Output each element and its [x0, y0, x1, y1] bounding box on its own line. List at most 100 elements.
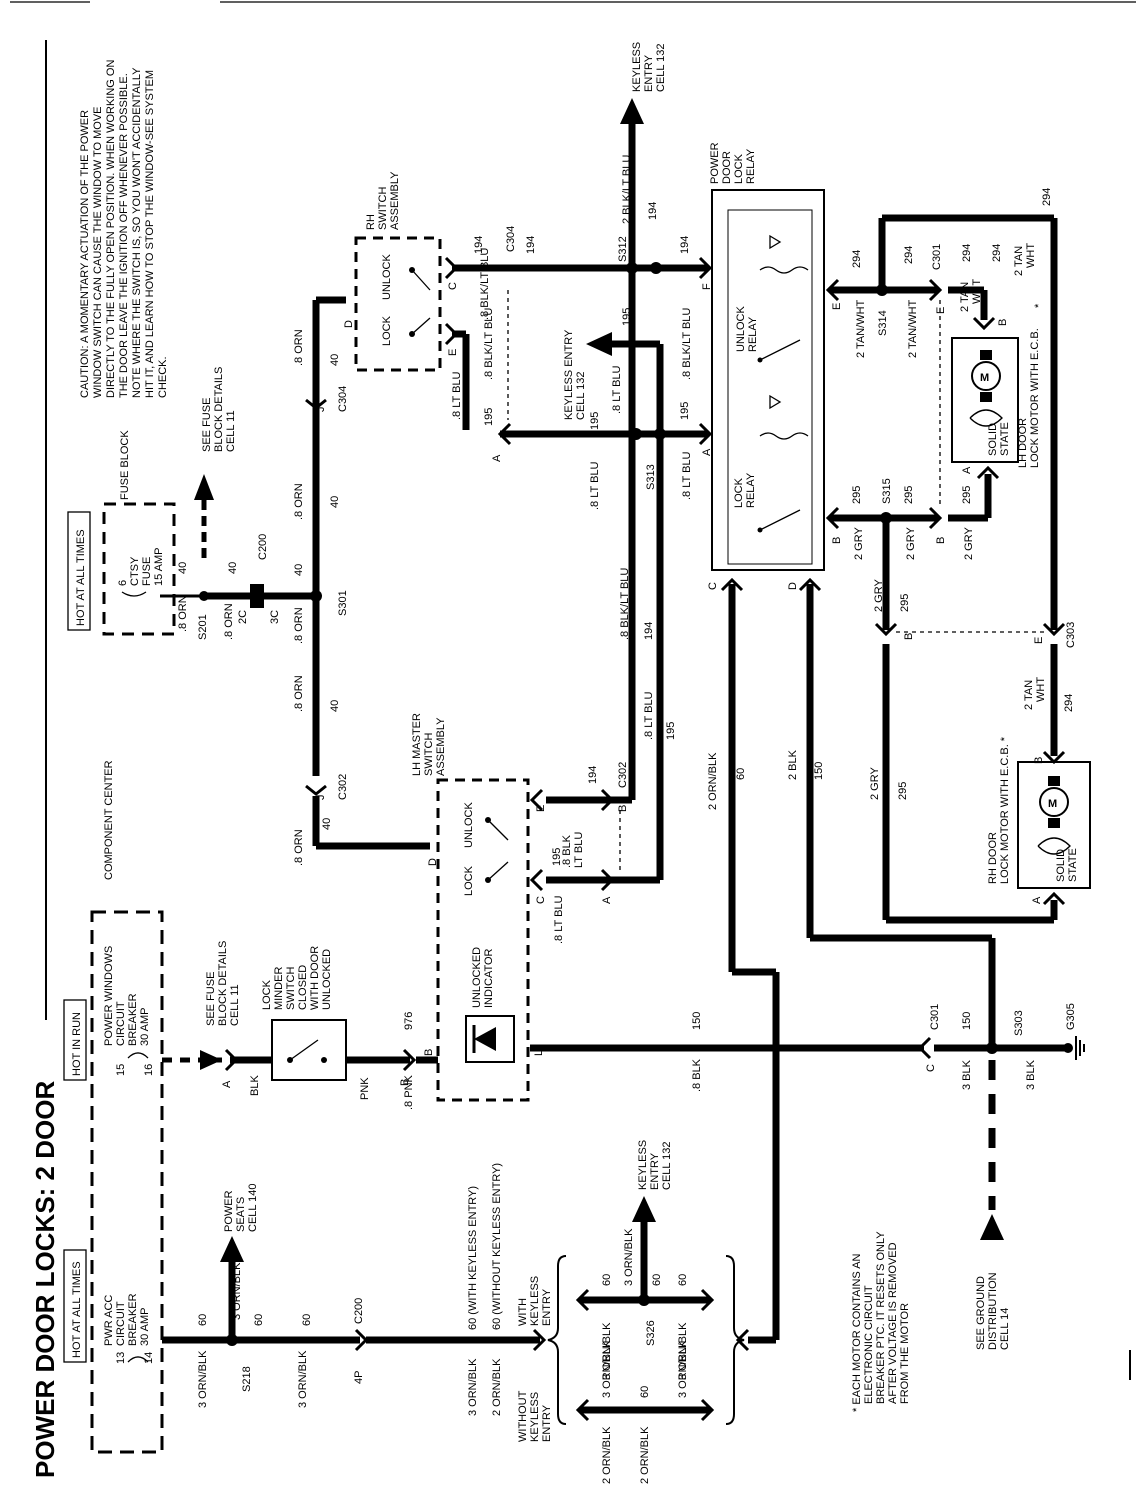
- lh-motor-brush-2: [980, 392, 992, 402]
- svg-text:CAUTION: A MOMENTARY ACTUATION: CAUTION: A MOMENTARY ACTUATION OF THE PO…: [79, 110, 91, 398]
- svg-text:WHT: WHT: [971, 279, 983, 304]
- svg-text:SOLID: SOLID: [987, 423, 999, 456]
- rh-switch-box: [354, 236, 442, 372]
- keyless-top-arrow: [620, 98, 644, 124]
- svg-text:UNLOCKED: UNLOCKED: [471, 947, 483, 1008]
- svg-text:SWITCH: SWITCH: [377, 187, 389, 230]
- wire-60-f: 60: [601, 1274, 613, 1286]
- wire-3ornblk-e: 3 ORN/BLK: [623, 1228, 635, 1286]
- wire-60-g: 60: [677, 1274, 689, 1286]
- lh-connector-e: [529, 788, 544, 812]
- relay-pin-a: A: [701, 448, 713, 456]
- svg-text:POWER: POWER: [223, 1190, 235, 1232]
- svg-text:LOCK: LOCK: [733, 153, 745, 184]
- svg-text:LH DOOR: LH DOOR: [1017, 418, 1029, 468]
- svg-text:KEYLESS ENTRY: KEYLESS ENTRY: [563, 329, 575, 420]
- rh-ptc: [1037, 837, 1071, 855]
- pin-16: 16: [143, 1064, 155, 1076]
- wire-194-b: 194: [647, 202, 659, 220]
- wire-60-a: 60: [735, 768, 747, 780]
- footnote: * EACH MOTOR CONTAINS AN ELECTRONIC CIRC…: [851, 1231, 911, 1412]
- contact-1: [759, 339, 801, 361]
- relay-connector-c: [720, 577, 744, 592]
- wire-blkltblu-b: .8 BLK/LT BLU: [483, 308, 495, 380]
- wire-294-b: 294: [903, 246, 915, 264]
- svg-text:2 TAN: 2 TAN: [1013, 246, 1025, 276]
- c301-connector-a: [928, 278, 943, 302]
- pnk-pin-b: B: [399, 1079, 411, 1086]
- wire-tanwht-c: 2 TAN WHT: [959, 279, 983, 312]
- wire-3ornblk-g: 3 ORN/BLK: [677, 1322, 689, 1380]
- rh-connector-a: [497, 422, 512, 446]
- wire-blkltblu-c: .8 BLK/LT BLU: [681, 308, 693, 380]
- wire-294-f: 294: [1063, 694, 1075, 712]
- splice-s313-dot-2: [630, 428, 642, 440]
- wire-295-d: 295: [899, 594, 911, 612]
- splice-s312: S312: [617, 236, 629, 262]
- lock-relay-label: LOCK RELAY: [733, 472, 757, 508]
- diode-1: [769, 234, 782, 250]
- svg-text:FROM THE MOTOR: FROM THE MOTOR: [899, 1303, 911, 1404]
- pin-13: 13: [115, 1352, 127, 1364]
- svg-text:* EACH MOTOR CONTAINS AN: * EACH MOTOR CONTAINS AN: [851, 1253, 863, 1412]
- c303-connector-e: [1042, 622, 1066, 637]
- component-center-box: [90, 910, 164, 1454]
- wire-2ornblk-d: 2 ORN/BLK: [639, 1426, 651, 1484]
- svg-text:CELL 140: CELL 140: [247, 1183, 259, 1232]
- wire-ltblu-b: .8 LT BLU: [611, 365, 623, 414]
- see-ground-ref: SEE GROUND DISTRIBUTION CELL 14: [975, 1272, 1011, 1350]
- connector-c200-b: C200: [353, 1298, 365, 1324]
- lock-minder-box: [271, 1019, 347, 1081]
- svg-text:WITH: WITH: [517, 1298, 529, 1326]
- wire-295-b: 295: [903, 486, 915, 504]
- wire-blkltblu-e: .8 BLK LT BLU: [561, 832, 585, 868]
- lh-motor-label: LH DOOR LOCK MOTOR WITH E.C.B.: [1017, 328, 1041, 468]
- wire-3ornblk-f: 3 ORN/BLK: [601, 1322, 613, 1380]
- keyless-bracket-connector: [735, 1328, 750, 1352]
- relay-pin-b: B: [831, 537, 843, 544]
- splice-s201: S201: [197, 614, 209, 640]
- svg-text:WITH DOOR: WITH DOOR: [309, 946, 321, 1010]
- svg-text:HOT AT ALL TIMES: HOT AT ALL TIMES: [71, 1261, 83, 1358]
- svg-text:6: 6: [117, 580, 129, 586]
- svg-text:UNLOCK: UNLOCK: [735, 305, 747, 352]
- power-door-lock-relay-box: [711, 189, 825, 571]
- wire-194-a: 194: [473, 236, 485, 254]
- bracket-left: [547, 1255, 567, 1425]
- rh-motor-box: [1017, 761, 1091, 889]
- rh-switch-label: RH SWITCH ASSEMBLY: [365, 171, 401, 230]
- splice-s301: S301: [337, 590, 349, 616]
- unlock-relay-label: UNLOCK RELAY: [735, 305, 759, 352]
- connector-c301-b: C301: [929, 1004, 941, 1030]
- wire-3blk-b: 3 BLK: [1025, 1059, 1037, 1090]
- svg-text:KEYLESS: KEYLESS: [529, 1392, 541, 1442]
- rh-pin-b-motor: B: [1033, 757, 1045, 764]
- minder-pin-a: A: [221, 1080, 233, 1088]
- svg-text:WINDOW SWITCH CAN CAUSE THE WI: WINDOW SWITCH CAN CAUSE THE WINDOW TO MO…: [92, 107, 104, 399]
- rh-solid-state: SOLID STATE: [1055, 848, 1079, 882]
- rh-connector-e: [444, 322, 459, 346]
- wire-8orn-a: .8 ORN: [177, 595, 189, 632]
- svg-text:CIRCUIT: CIRCUIT: [115, 1001, 127, 1046]
- page-title: POWER DOOR LOCKS: 2 DOOR: [30, 1081, 60, 1478]
- lh-pin-a: A: [601, 896, 613, 904]
- rh-pin-c: C: [447, 282, 459, 290]
- keyless-without-conn-r: [700, 1398, 715, 1422]
- svg-text:STATE: STATE: [1067, 848, 1079, 882]
- svg-text:POWER WINDOWS: POWER WINDOWS: [103, 946, 115, 1046]
- wire-3ornblk-d: 3 ORN/BLK: [467, 1358, 479, 1416]
- wire-294-a: 294: [851, 250, 863, 268]
- component-center-label: COMPONENT CENTER: [103, 760, 115, 880]
- connector-c304: C304: [337, 386, 349, 412]
- c301-connector-b: [928, 506, 943, 530]
- rh-lock-label: LOCK: [381, 315, 393, 346]
- unlocked-indicator-label: UNLOCKED INDICATOR: [471, 947, 495, 1008]
- pnk-connector: [402, 1048, 417, 1072]
- power-windows-breaker: POWER WINDOWS CIRCUIT BREAKER 30 AMP: [103, 946, 151, 1046]
- relay-label: POWER DOOR LOCK RELAY: [709, 142, 757, 184]
- wire-60-b: 60: [197, 1314, 209, 1326]
- svg-text:WITHOUT: WITHOUT: [517, 1390, 529, 1442]
- svg-text:RELAY: RELAY: [747, 316, 759, 352]
- svg-text:CELL 132: CELL 132: [575, 371, 587, 420]
